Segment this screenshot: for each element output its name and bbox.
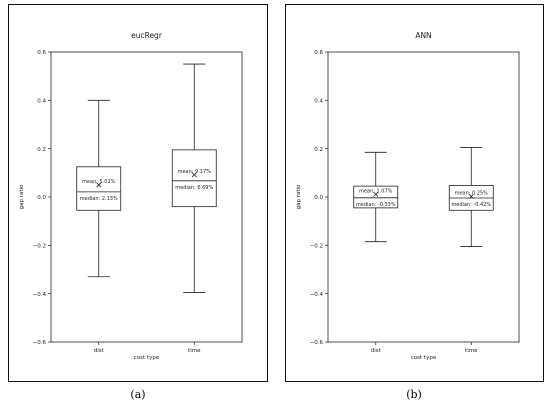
y-tick-label: 0.0 <box>314 195 323 201</box>
boxplot-eucregr: eucRegr 0.6 0.4 0.2 0.0 −0.2 −0.4 −0.6 gap ratio… <box>19 31 243 361</box>
y-tick-label: −0.6 <box>310 340 324 346</box>
y-axis-label: gap ratio <box>296 184 302 209</box>
chart-panel-b: ANN 0.6 0.4 0.2 0.0 −0.2 −0.4 −0.6 gap ratio dist… <box>285 4 544 382</box>
x-tick-label: dist <box>94 348 105 354</box>
mean-label: mean: 5.02% <box>82 179 116 185</box>
mean-label: mean: 1.07% <box>359 188 393 194</box>
x-axis-label: cost type <box>411 355 437 361</box>
chart-panel-a: eucRegr 0.6 0.4 0.2 0.0 −0.2 −0.4 −0.6 gap ratio… <box>8 4 268 382</box>
box-dist: mean: 5.02% median: 2.13% <box>76 99 122 278</box>
median-label: median: 2.13% <box>80 196 118 202</box>
y-tick-label: 0.4 <box>37 99 46 105</box>
box-time: mean: 0.25% median: -0.42% <box>448 147 494 247</box>
x-axis-label: cost type <box>134 355 160 361</box>
chart-title: ANN <box>415 31 431 40</box>
median-label: median: 6.69% <box>175 185 213 191</box>
box-iqr <box>76 166 122 211</box>
y-tick-label: −0.2 <box>33 244 46 250</box>
y-tick-label: 0.2 <box>37 147 46 153</box>
y-tick-label: 0.0 <box>37 195 46 201</box>
median-label: median: -0.33% <box>356 202 396 208</box>
chart-title: eucRegr <box>131 31 163 40</box>
x-tick-label: time <box>188 348 201 354</box>
median-label: median: -0.42% <box>451 202 491 208</box>
y-tick-label: 0.2 <box>314 147 323 153</box>
x-tick-label: dist <box>371 348 382 354</box>
figure-caption-b: (b) <box>406 388 422 401</box>
mean-marker <box>373 191 379 197</box>
y-tick-label: −0.6 <box>33 340 47 346</box>
x-tick-label: time <box>465 348 478 354</box>
box-iqr <box>353 185 399 209</box>
y-tick-label: 0.6 <box>314 50 323 56</box>
mean-label: mean: 0.25% <box>455 190 489 196</box>
y-tick-label: 0.6 <box>37 50 46 56</box>
box-iqr <box>171 149 217 208</box>
figure-caption-a: (a) <box>130 388 146 401</box>
y-axis-label: gap ratio <box>19 184 25 209</box>
box-dist: mean: 1.07% median: -0.33% <box>353 151 399 243</box>
boxplot-ann: ANN 0.6 0.4 0.2 0.0 −0.2 −0.4 −0.6 gap ratio dist… <box>296 31 520 361</box>
y-tick-label: 0.4 <box>314 99 323 105</box>
mean-label: mean: 9.17% <box>178 169 212 175</box>
y-tick-label: −0.4 <box>33 292 47 298</box>
mean-marker <box>191 172 197 178</box>
box-time: mean: 9.17% median: 6.69% <box>171 63 217 293</box>
y-tick-label: −0.2 <box>310 244 323 250</box>
mean-marker <box>96 182 102 188</box>
mean-marker <box>468 193 474 199</box>
y-tick-label: −0.4 <box>310 292 324 298</box>
